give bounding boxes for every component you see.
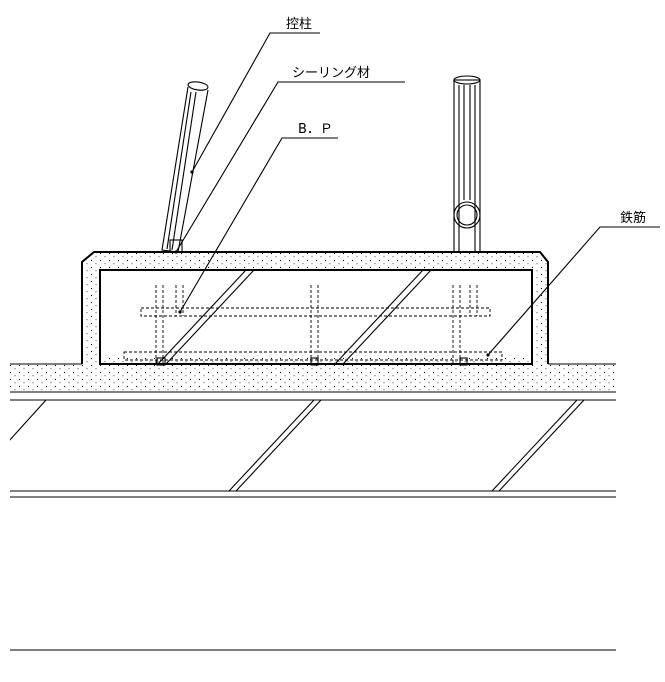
vertical-post <box>453 75 481 253</box>
leader-lines <box>174 32 660 357</box>
label-sealing-material: シーリング材 <box>292 66 370 81</box>
rebar-diagonals <box>157 269 432 365</box>
label-buttress-post: 控柱 <box>286 17 312 32</box>
label-rebar: 鉄筋 <box>620 210 646 226</box>
label-base-plate: B．Ｐ <box>298 122 333 137</box>
concrete-foundation <box>81 251 549 365</box>
base-slab <box>10 363 616 498</box>
buttress-post <box>161 81 209 253</box>
base-plate-dashed <box>123 285 503 366</box>
